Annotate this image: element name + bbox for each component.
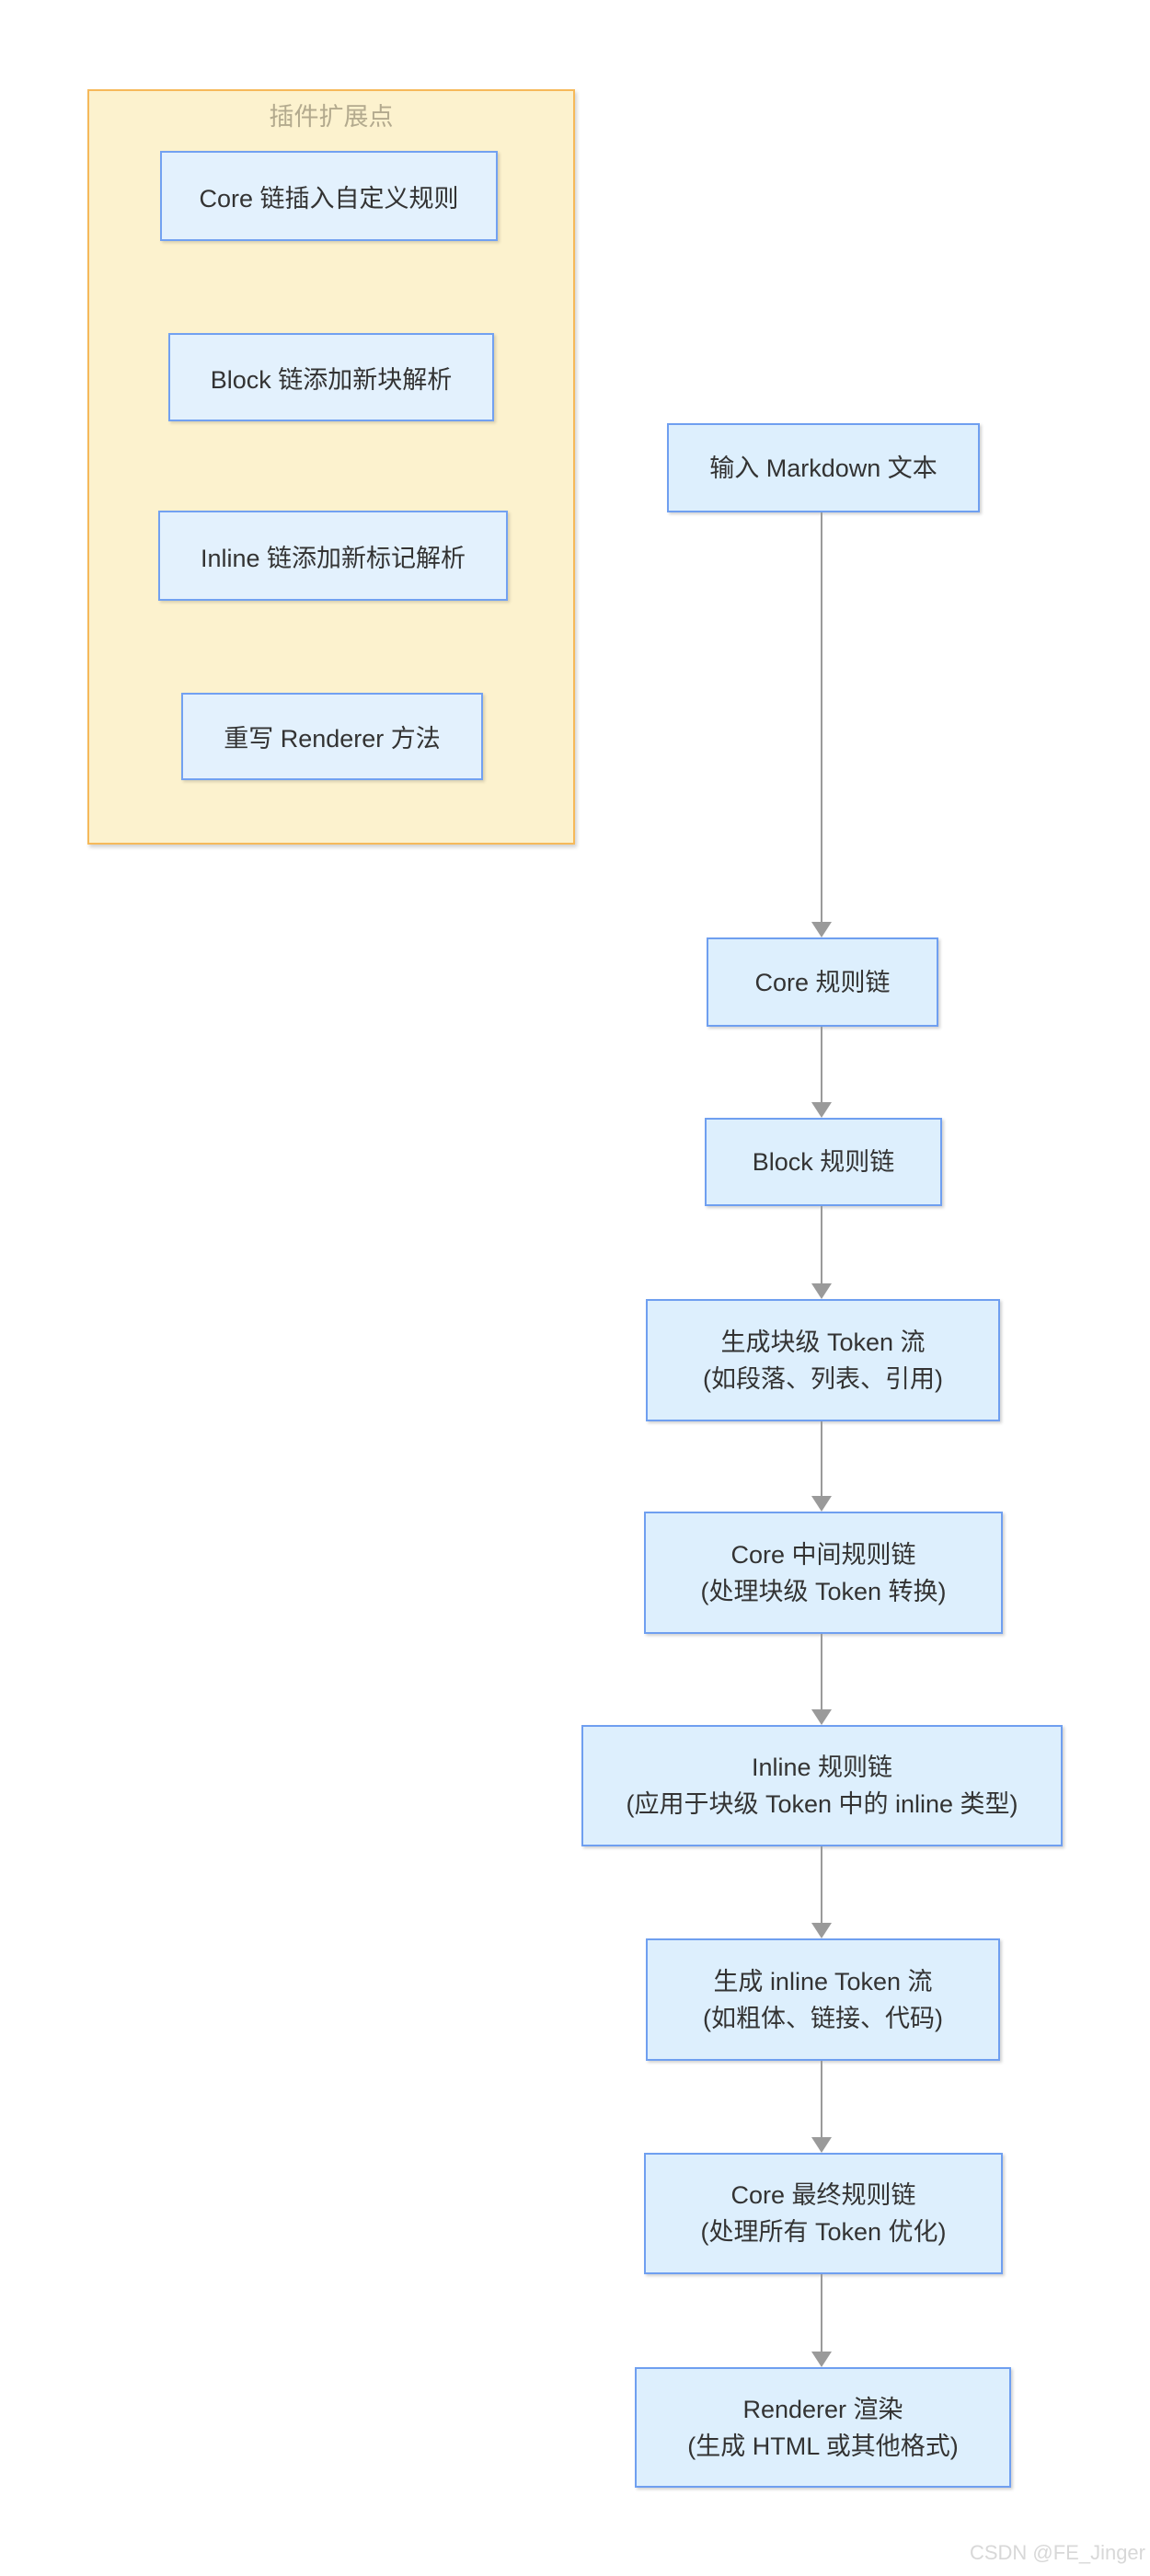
arrow-line xyxy=(821,1421,822,1499)
flow-node-core-final-chain: Core 最终规则链 (处理所有 Token 优化) xyxy=(644,2153,1003,2274)
arrow-head-icon xyxy=(811,1496,832,1512)
flow-node-core-middle-chain: Core 中间规则链 (处理块级 Token 转换) xyxy=(644,1512,1003,1634)
flow-node-block-chain: Block 规则链 xyxy=(705,1118,942,1206)
arrow-line xyxy=(821,2061,822,2140)
flow-node-renderer: Renderer 渲染 (生成 HTML 或其他格式) xyxy=(635,2367,1011,2488)
arrow-line xyxy=(821,1846,822,1926)
arrow-head-icon xyxy=(811,1283,832,1299)
arrow-head-icon xyxy=(811,1709,832,1725)
flow-node-label: Core 规则链 xyxy=(754,968,891,996)
plugin-extension-panel: 插件扩展点 Core 链插入自定义规则 Block 链添加新块解析 Inline… xyxy=(87,89,575,845)
plugin-panel-title: 插件扩展点 xyxy=(269,103,394,131)
flow-arrow-5 xyxy=(811,1634,832,1725)
flow-node-label: Inline 规则链 xyxy=(751,1754,893,1781)
flow-node-block-token-stream: 生成块级 Token 流 (如段落、列表、引用) xyxy=(646,1299,1000,1421)
flow-node-label: Core 中间规则链 xyxy=(730,1540,916,1569)
plugin-item-inline-parse: Inline 链添加新标记解析 xyxy=(158,511,508,601)
arrow-head-icon xyxy=(811,1923,832,1938)
flow-node-label: 生成块级 Token 流 xyxy=(720,1328,926,1356)
flow-node-inline-token-stream: 生成 inline Token 流 (如粗体、链接、代码) xyxy=(646,1938,1000,2061)
flow-arrow-2 xyxy=(811,1027,832,1118)
flow-node-sublabel: (生成 HTML 或其他格式) xyxy=(687,2432,959,2460)
flow-arrow-7 xyxy=(811,2061,832,2153)
arrow-line xyxy=(821,2274,822,2354)
arrow-head-icon xyxy=(811,922,832,937)
flow-node-inline-chain: Inline 规则链 (应用于块级 Token 中的 inline 类型) xyxy=(581,1725,1063,1846)
arrow-head-icon xyxy=(811,1102,832,1118)
flow-node-label: 生成 inline Token 流 xyxy=(713,1967,933,1995)
plugin-item-block-parse: Block 链添加新块解析 xyxy=(168,333,494,421)
watermark: CSDN @FE_Jinger xyxy=(969,2541,1145,2564)
flow-node-label: Renderer 渲染 xyxy=(742,2395,903,2423)
arrow-line xyxy=(821,512,822,925)
flow-node-sublabel: (处理块级 Token 转换) xyxy=(700,1577,947,1605)
arrow-line xyxy=(821,1634,822,1712)
flow-node-sublabel: (处理所有 Token 优化) xyxy=(700,2218,947,2246)
flow-node-sublabel: (如粗体、链接、代码) xyxy=(703,2004,943,2032)
flow-node-sublabel: (如段落、列表、引用) xyxy=(703,1364,943,1393)
arrow-line xyxy=(821,1027,822,1105)
plugin-item-core-rule: Core 链插入自定义规则 xyxy=(160,151,498,241)
flow-arrow-3 xyxy=(811,1206,832,1299)
arrow-line xyxy=(821,1206,822,1286)
flow-node-sublabel: (应用于块级 Token 中的 inline 类型) xyxy=(626,1790,1018,1818)
flow-node-core-chain: Core 规则链 xyxy=(707,937,938,1027)
flow-node-input-markdown: 输入 Markdown 文本 xyxy=(667,423,980,512)
flow-arrow-4 xyxy=(811,1421,832,1512)
flow-arrow-6 xyxy=(811,1846,832,1938)
flow-arrow-8 xyxy=(811,2274,832,2367)
arrow-head-icon xyxy=(811,2137,832,2153)
plugin-item-renderer-override: 重写 Renderer 方法 xyxy=(181,693,483,780)
flow-node-label: Block 规则链 xyxy=(752,1148,895,1176)
flow-node-label: 输入 Markdown 文本 xyxy=(709,454,937,482)
flow-arrow-1 xyxy=(811,512,832,937)
arrow-head-icon xyxy=(811,2352,832,2367)
flow-node-label: Core 最终规则链 xyxy=(730,2181,916,2209)
